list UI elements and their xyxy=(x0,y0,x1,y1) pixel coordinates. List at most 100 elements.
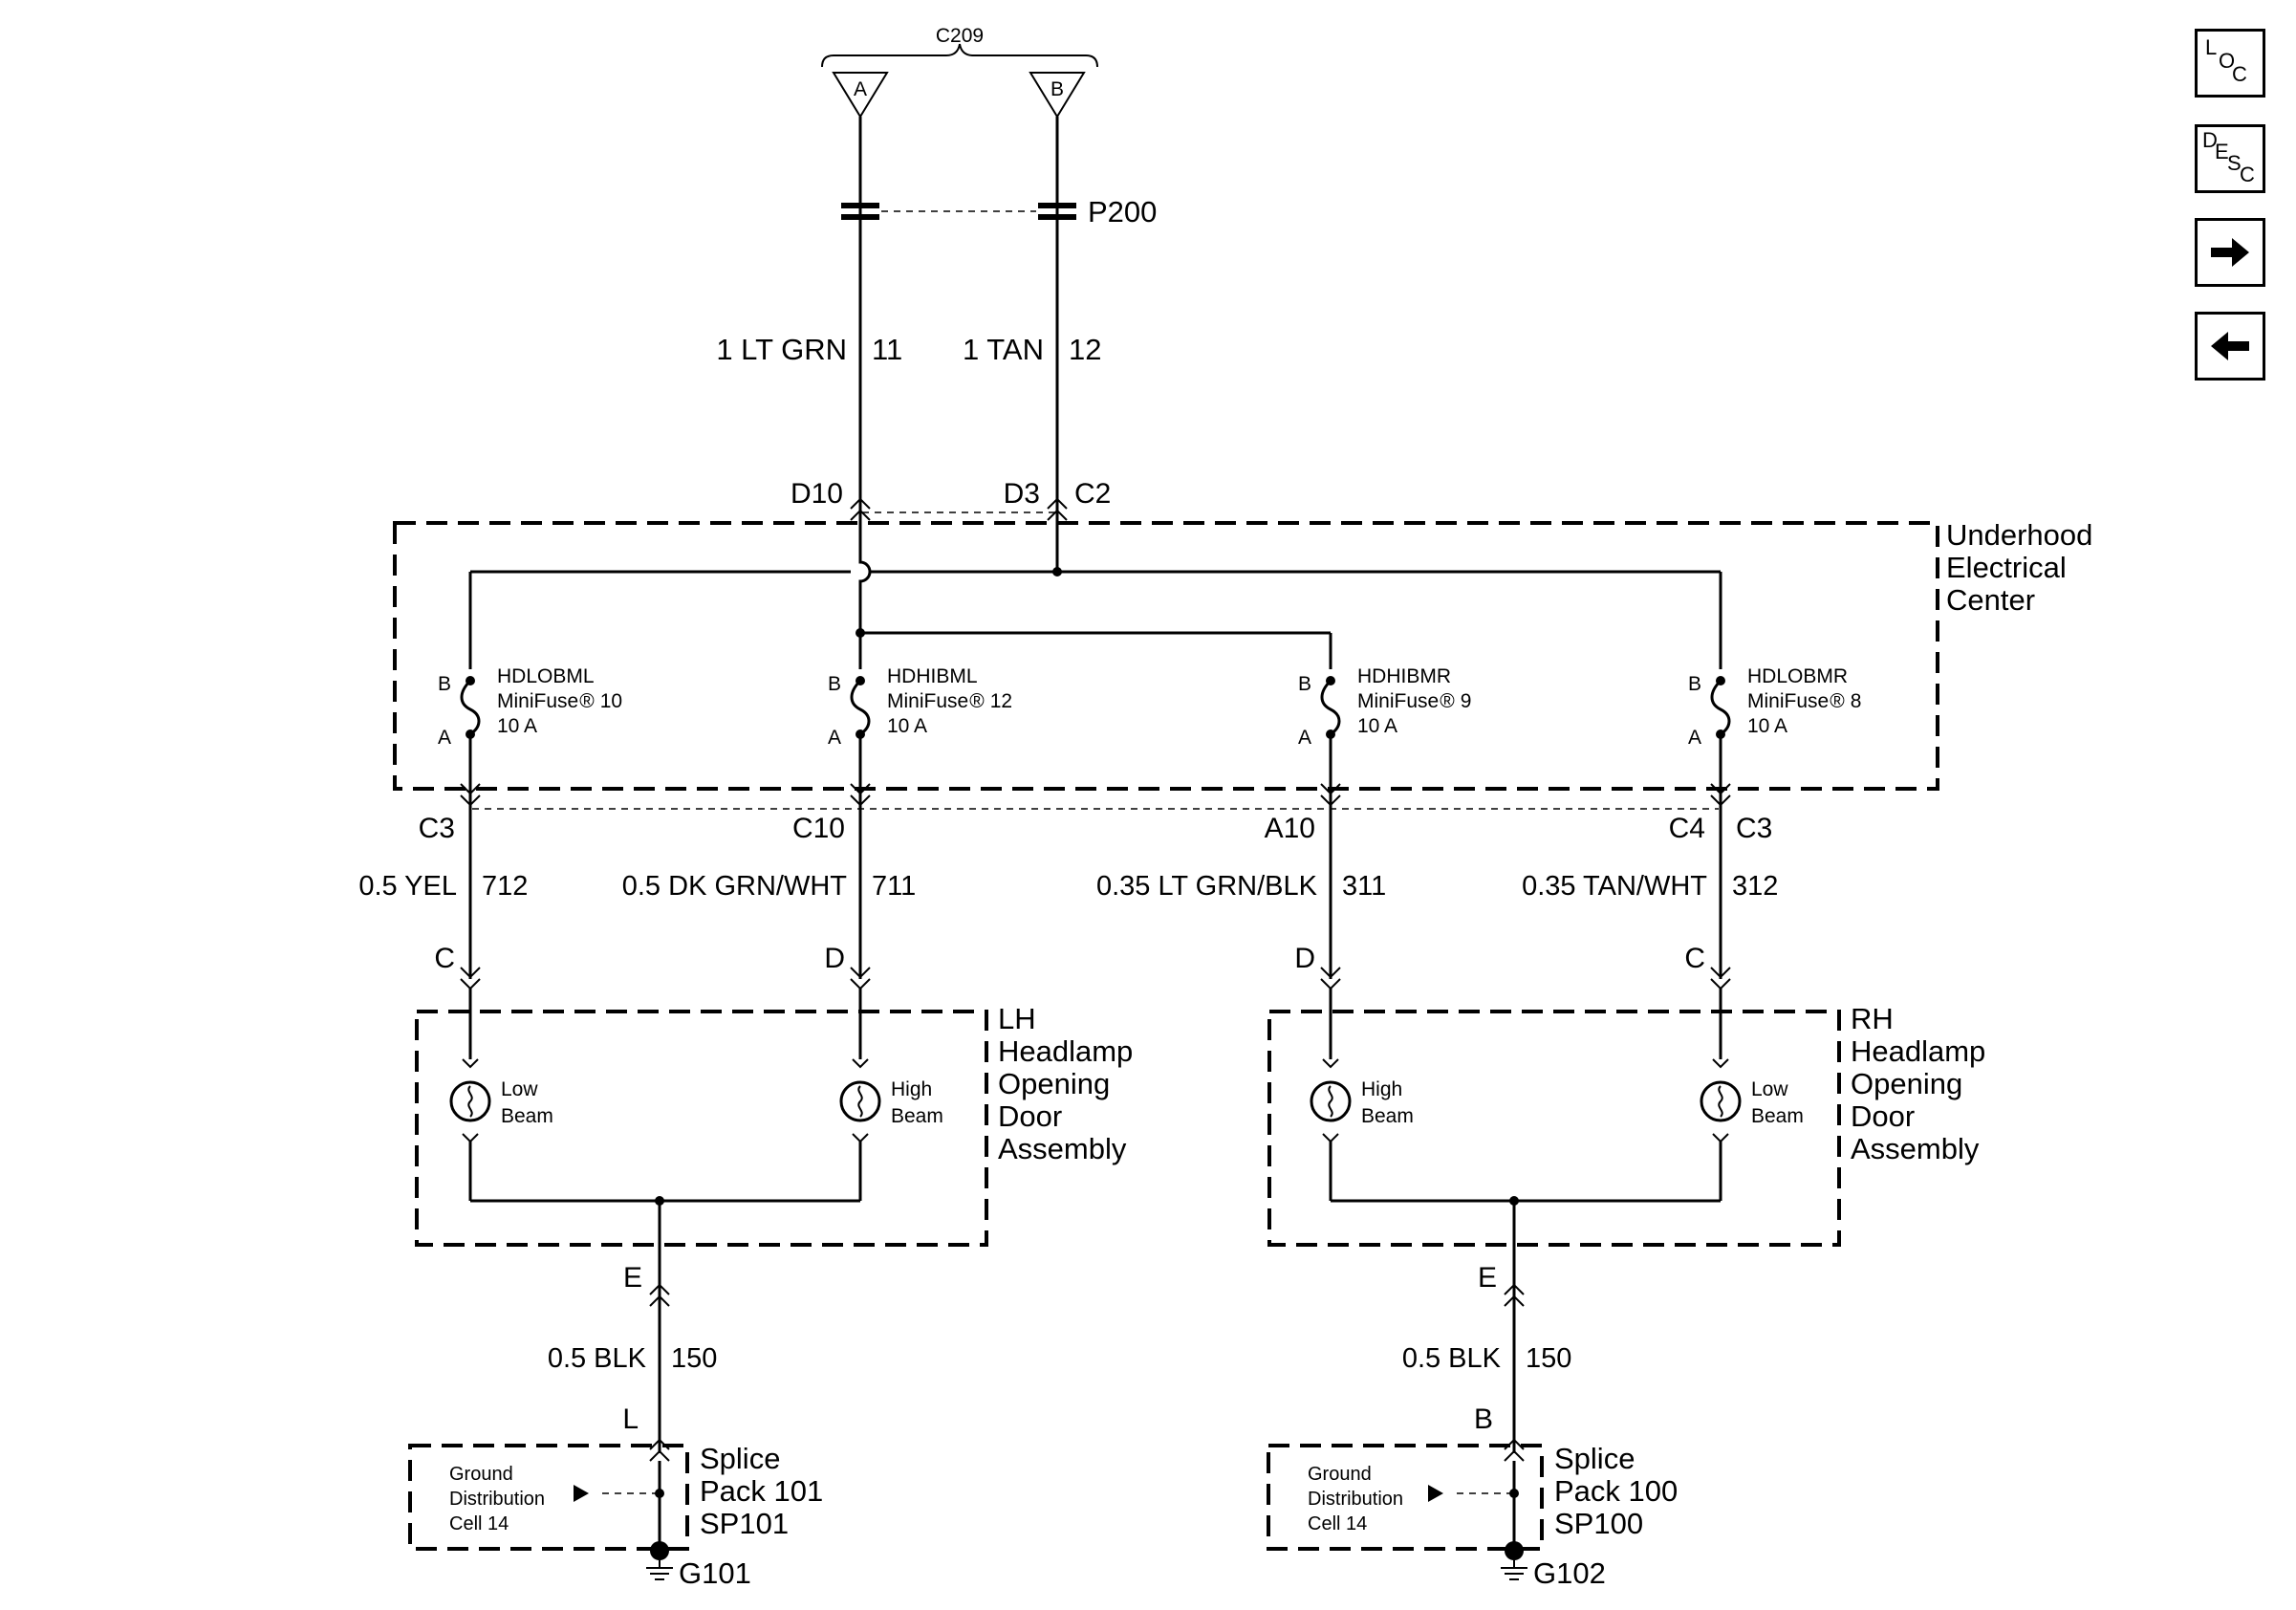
terminal-b-symbol xyxy=(1029,72,1086,119)
sp101-title-1: Splice xyxy=(700,1442,780,1475)
rh-title-3: Opening xyxy=(1851,1067,1962,1100)
pin-sp101-l: L xyxy=(622,1403,639,1435)
pin-rh-e: E xyxy=(1478,1262,1497,1294)
location-button[interactable]: L O C xyxy=(2195,29,2265,98)
rh-high-beam-lamp: High Beam xyxy=(1310,989,1414,1201)
sp101-title-2: Pack 101 xyxy=(700,1474,823,1508)
ground-g102-label: G102 xyxy=(1533,1556,1606,1590)
svg-text:HDLOBMR: HDLOBMR xyxy=(1747,665,1848,687)
svg-text:Beam: Beam xyxy=(1361,1105,1414,1127)
wire-label-blk-rh: 0.5 BLK xyxy=(1402,1343,1502,1374)
loc-letter-o: O xyxy=(2219,49,2236,73)
svg-text:B: B xyxy=(1298,673,1311,695)
pin-a10: A10 xyxy=(1265,813,1315,844)
rh-title-5: Assembly xyxy=(1851,1132,1980,1165)
uec-title-2: Electrical xyxy=(1946,551,2067,584)
splice-pack-100-box xyxy=(1267,1444,1544,1551)
fuse-hdhibmr: B A HDHIBMR MiniFuse®9 10 A xyxy=(1298,665,1471,815)
lh-title-3: Opening xyxy=(998,1067,1110,1100)
svg-text:High: High xyxy=(1361,1078,1402,1100)
svg-text:Low: Low xyxy=(1751,1078,1788,1100)
rh-title-4: Door xyxy=(1851,1099,1915,1133)
fuse-hdhibml: B A HDHIBML MiniFuse®12 10 A xyxy=(828,665,1012,815)
svg-text:10 A: 10 A xyxy=(497,715,537,737)
svg-text:HDHIBMR: HDHIBMR xyxy=(1357,665,1451,687)
ground-g102-symbol xyxy=(1501,1541,1527,1580)
connector-c209: C209 A B xyxy=(821,25,1098,119)
svg-text:Cell 14: Cell 14 xyxy=(449,1513,509,1534)
svg-text:MiniFuse®10: MiniFuse®10 xyxy=(497,690,622,712)
terminal-a-label: A xyxy=(854,78,867,100)
pin-d3: D3 xyxy=(1004,478,1040,510)
svg-text:HDHIBML: HDHIBML xyxy=(887,665,978,687)
desc-letter-s: S xyxy=(2227,151,2242,175)
svg-text:MiniFuse®8: MiniFuse®8 xyxy=(1747,690,1861,712)
lh-headlamp-assembly-box xyxy=(415,1010,988,1247)
lh-low-beam-lamp: Low Beam xyxy=(449,989,553,1201)
uec-title-3: Center xyxy=(1946,583,2035,617)
ground-g101-symbol xyxy=(646,1541,673,1580)
svg-text:Beam: Beam xyxy=(1751,1105,1804,1127)
desc-letter-c: C xyxy=(2240,163,2255,186)
lh-title-4: Door xyxy=(998,1099,1062,1133)
pin-d10: D10 xyxy=(791,478,843,510)
rh-title-1: RH xyxy=(1851,1002,1894,1035)
svg-text:Low: Low xyxy=(501,1078,538,1100)
rh-title-2: Headlamp xyxy=(1851,1034,1985,1068)
loc-letter-c: C xyxy=(2232,62,2247,86)
circuit-150-lh: 150 xyxy=(671,1343,717,1374)
pin-c4: C4 xyxy=(1669,813,1705,844)
circuit-311: 311 xyxy=(1342,871,1386,902)
wire-label-ltgrn: 1 LT GRN xyxy=(716,333,847,366)
svg-text:HDLOBML: HDLOBML xyxy=(497,665,595,687)
splice-pack-101-box xyxy=(408,1444,689,1551)
pin-c3-left: C3 xyxy=(419,813,455,844)
underhood-electrical-center-box xyxy=(393,521,1939,791)
sp100-title-2: Pack 100 xyxy=(1554,1474,1678,1508)
sp101-title-3: SP101 xyxy=(700,1507,789,1540)
arrow-right-icon xyxy=(2211,238,2249,267)
loc-letter-l: L xyxy=(2205,35,2218,59)
fuse-hdlobmr: B A HDLOBMR MiniFuse®8 10 A xyxy=(1688,665,1861,815)
svg-text:A: A xyxy=(1298,727,1311,749)
circuit-711: 711 xyxy=(872,871,916,902)
terminal-a-symbol xyxy=(832,72,889,119)
desc-letter-e: E xyxy=(2215,140,2229,163)
svg-text:Distribution: Distribution xyxy=(1308,1489,1403,1510)
wire-label-ltgrn-blk: 0.35 LT GRN/BLK xyxy=(1096,871,1318,902)
terminal-b-label: B xyxy=(1051,78,1064,100)
svg-text:Cell 14: Cell 14 xyxy=(1308,1513,1367,1534)
next-page-button[interactable] xyxy=(2195,218,2265,287)
wire-label-tan-wht: 0.35 TAN/WHT xyxy=(1522,871,1707,902)
rh-low-beam-lamp: Low Beam xyxy=(1700,989,1804,1201)
circuit-150-rh: 150 xyxy=(1526,1343,1571,1374)
svg-text:A: A xyxy=(1688,727,1701,749)
sp100-title-1: Splice xyxy=(1554,1442,1635,1475)
pin-lh-e: E xyxy=(623,1262,642,1294)
pin-c2: C2 xyxy=(1074,478,1111,510)
arrow-left-icon xyxy=(2211,332,2249,360)
pin-c3-right: C3 xyxy=(1736,813,1772,844)
previous-page-button[interactable] xyxy=(2195,312,2265,381)
fuse-hdlobml: B A HDLOBML MiniFuse®10 10 A xyxy=(438,665,622,815)
svg-text:B: B xyxy=(1688,673,1701,695)
wire-label-tan: 1 TAN xyxy=(963,333,1044,366)
lh-title-2: Headlamp xyxy=(998,1034,1133,1068)
description-button[interactable]: D E S C xyxy=(2195,124,2265,193)
circuit-11: 11 xyxy=(872,333,902,366)
p200-label: P200 xyxy=(1088,195,1157,228)
svg-text:Distribution: Distribution xyxy=(449,1489,545,1510)
svg-text:A: A xyxy=(438,727,451,749)
circuit-712: 712 xyxy=(482,871,528,902)
lh-title-1: LH xyxy=(998,1002,1036,1035)
svg-text:B: B xyxy=(438,673,451,695)
pin-rh-c: C xyxy=(1684,943,1705,974)
svg-text:B: B xyxy=(828,673,841,695)
svg-text:A: A xyxy=(828,727,841,749)
svg-text:10 A: 10 A xyxy=(1747,715,1787,737)
desc-letter-d: D xyxy=(2202,128,2218,152)
svg-text:Ground: Ground xyxy=(1308,1464,1372,1485)
wire-label-blk-lh: 0.5 BLK xyxy=(548,1343,647,1374)
pin-lh-d: D xyxy=(824,943,845,974)
